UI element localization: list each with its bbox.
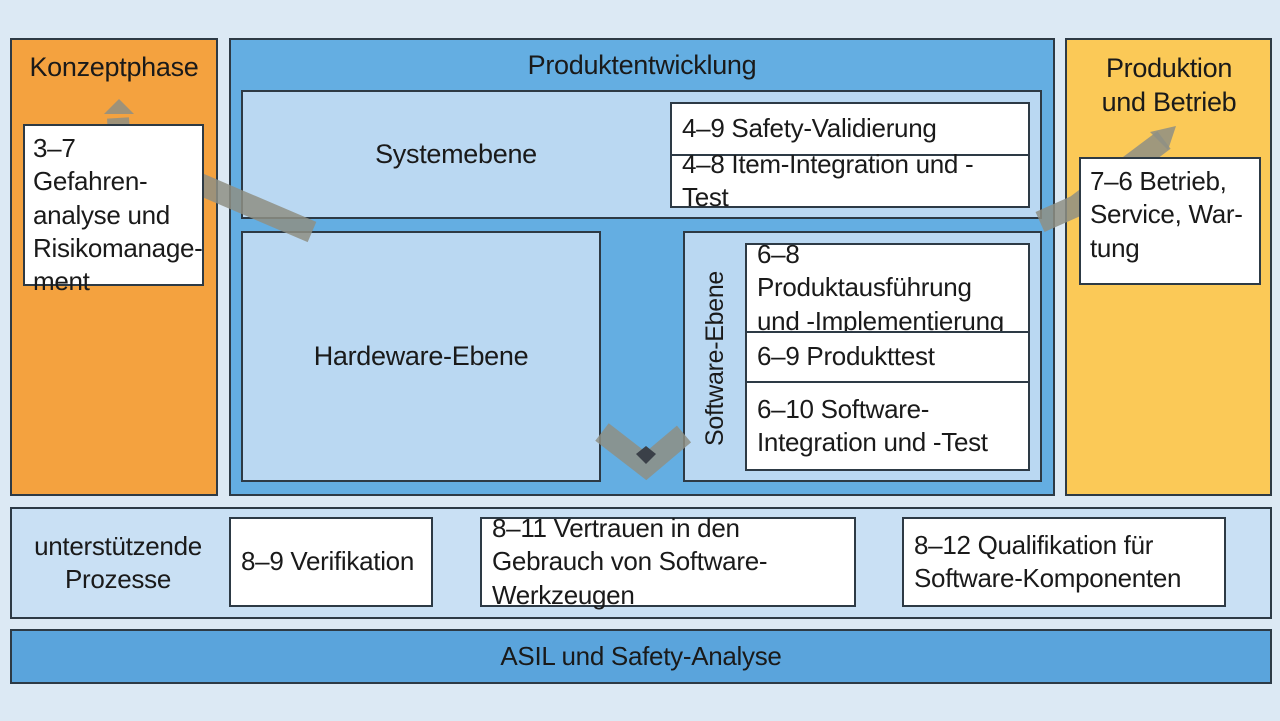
concept-phase-title: Konzeptphase <box>29 52 199 82</box>
tool-confidence-box: 8–11 Vertrauen in den Gebrauch von Softw… <box>480 513 856 610</box>
hazard-analysis-box: 3–7 Gefahren­analyse und Risikomanage­me… <box>23 124 204 296</box>
safety-validation-box: 4–9 Safety-Validierung <box>670 102 1030 156</box>
item-integration-box: 4–8 Item-Integration und -Test <box>670 149 1030 212</box>
production-operation-title: Produktion und Betrieb <box>1101 53 1237 117</box>
asil-safety-analysis-label: ASIL und Safety-Analyse <box>500 641 782 671</box>
product-development-title: Produktentwicklung <box>527 50 757 80</box>
product-implementation-box: 6–8 Produktausführung und -Implementieru… <box>745 239 1030 336</box>
hardware-level-panel: Hardeware-Ebene <box>241 231 601 482</box>
operation-service-box: 7–6 Betrieb, Service, War­tung <box>1079 157 1261 285</box>
supporting-processes-label: unterstützende Prozesse <box>34 530 202 594</box>
software-integration-box: 6–10 Software-Integration und -Test <box>745 381 1030 471</box>
product-test-box: 6–9 Produkttest <box>745 331 1030 383</box>
software-level-label: Software-Ebene <box>701 270 730 446</box>
hardware-level-label: Hardeware-Ebene <box>313 341 529 371</box>
component-qualification-box: 8–12 Qualifikation für Software-Komponen… <box>902 517 1226 607</box>
asil-safety-analysis-bar: ASIL und Safety-Analyse <box>10 629 1272 684</box>
verification-box: 8–9 Verifikation <box>229 517 433 607</box>
system-level-label: Systemebene <box>375 139 537 169</box>
